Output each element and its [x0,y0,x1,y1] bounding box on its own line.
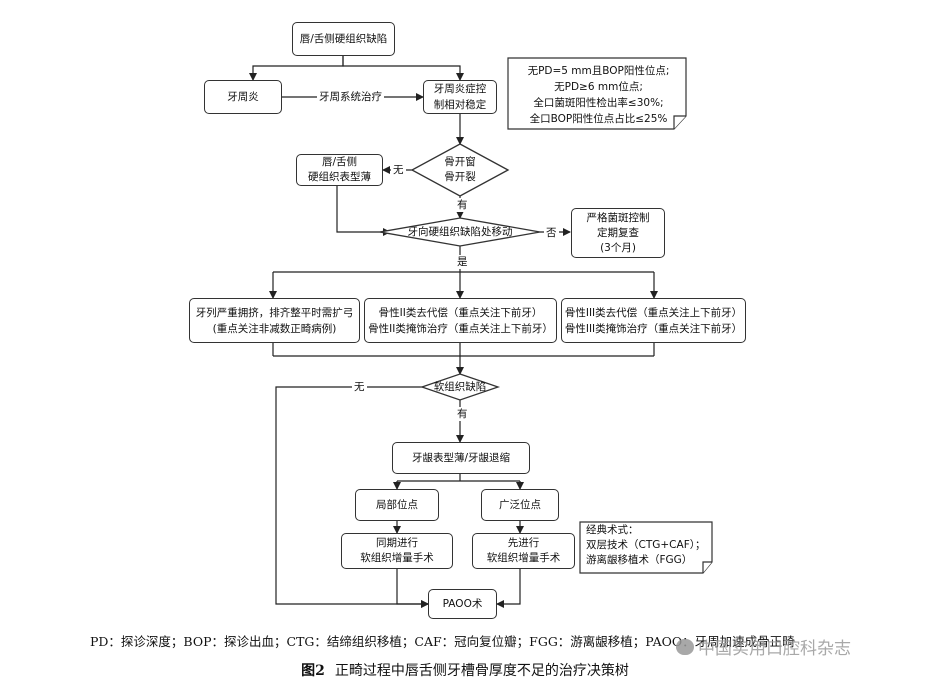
node-thin-phenotype: 唇/舌侧 硬组织表型薄 [296,154,383,186]
figure-title: 正畸过程中唇舌侧牙槽骨厚度不足的治疗决策树 [334,663,629,679]
label-yes-2: 是 [455,255,470,269]
edge-start-stable [342,56,464,81]
label-soft-defect: 软组织缺陷 [433,381,487,393]
node-crowding: 牙列严重拥挤，排齐整平时需扩弓 (重点关注非减数正畸病例) [189,298,360,343]
journal-watermark: 中国实用口腔科杂志 [676,634,851,659]
node-local-site: 局部位点 [355,489,439,521]
node-periodontitis: 牙周炎 [204,80,282,114]
label-no-3: 无 [352,380,367,394]
node-simultaneous: 同期进行 软组织增量手术 [341,533,453,569]
decision-soft-defect [419,373,501,401]
node-wide-site: 广泛位点 [481,489,559,521]
edge-simul-paoo [396,569,429,608]
figure-label: 图2 [301,663,325,679]
node-start: 唇/舌侧硬组织缺陷 [292,22,395,56]
figure-caption: 图2 正畸过程中唇舌侧牙槽骨厚度不足的治疗决策树 [0,660,930,680]
label-yes-3: 有 [455,407,470,421]
decision-fenestration [410,143,510,197]
edge-thin-move [336,186,391,236]
techniques-note-fold [702,561,712,573]
label-fenestration: 骨开窗 骨开裂 [444,156,476,183]
label-move-toward-defect: 牙向硬组织缺陷处移动 [407,225,513,238]
label-perio-therapy: 牙周系统治疗 [317,90,384,104]
edge-start-periodontitis [249,56,344,81]
node-perio-stable: 牙周炎症控 制相对稳定 [423,80,497,114]
node-paoo: PAOO术 [428,589,497,619]
node-class2: 骨性II类去代偿（重点关注下前牙） 骨性II类掩饰治疗（重点关注上下前牙） [364,298,557,343]
label-no-2: 否 [544,226,559,240]
edge-first-paoo [496,569,521,608]
techniques-note: 经典术式： 双层技术（CTG+CAF）； 游离龈移植术（FGG） [586,524,706,566]
node-plaque-control: 严格菌斑控制 定期复查 (3个月) [571,208,665,258]
node-first: 先进行 软组织增量手术 [472,533,575,569]
label-yes-1: 有 [455,198,470,212]
decision-move [379,217,541,247]
node-thin-gingiva: 牙龈表型薄/牙龈退缩 [392,442,530,474]
criteria-note-fold [673,115,686,129]
criteria-note: 无PD=5 mm且BOP阳性位点; 无PD≥6 mm位点; 全口菌斑阳性检出率≤… [527,65,670,125]
wechat-icon [676,638,694,655]
label-no-1: 无 [391,163,406,177]
abbreviation-legend: PD：探诊深度；BOP：探诊出血；CTG：结缔组织移植；CAF：冠向复位瓣；FG… [90,634,795,649]
node-class3: 骨性III类去代偿（重点关注上下前牙） 骨性III类掩饰治疗（重点关注下前牙） [561,298,746,343]
